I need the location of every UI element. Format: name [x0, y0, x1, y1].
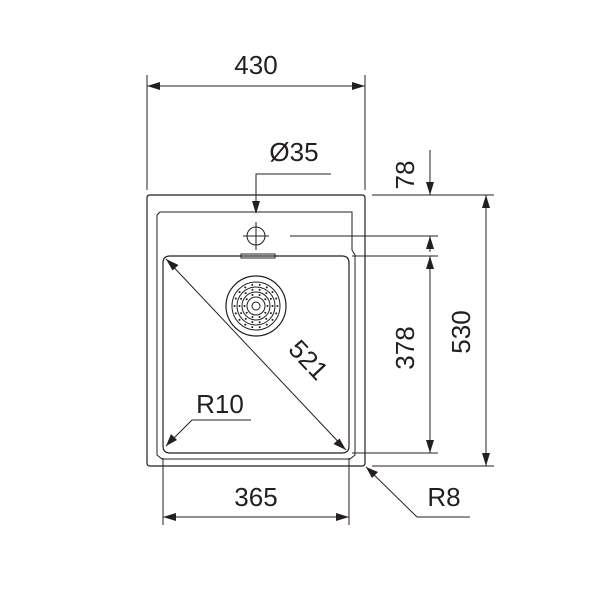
drain-hole: [265, 292, 268, 295]
drain-hole: [251, 326, 254, 329]
dimension-bowl-diagonal: 521: [165, 258, 347, 451]
sink-outline: [146, 194, 366, 467]
drain-hole: [240, 312, 243, 315]
drain-hole: [269, 312, 272, 315]
drain-hole: [258, 315, 261, 318]
drain-hole: [258, 294, 261, 297]
overall-width-label: 430: [234, 50, 277, 80]
dimension-outer-radius: R8: [365, 466, 470, 518]
sink-bowl: [162, 255, 350, 454]
drain-hole: [258, 283, 261, 286]
drain-outer-ring: [225, 275, 287, 337]
dimension-overall-width: 430: [146, 50, 366, 190]
outer-radius-label: R8: [427, 482, 460, 512]
dimension-bowl-width: 365: [162, 458, 350, 525]
drain-hole: [266, 305, 269, 307]
drain-hole: [251, 283, 254, 286]
drain-center: [251, 301, 261, 311]
arrow-right: [336, 513, 349, 521]
arrow-up: [426, 236, 434, 249]
drain-hole: [275, 297, 278, 300]
drain-hole: [243, 305, 246, 307]
overflow-slot: [240, 253, 276, 259]
drain-hole: [251, 321, 254, 324]
tap-offset-label: 78: [390, 161, 420, 190]
drain-hole: [264, 298, 267, 301]
dim-line: [165, 258, 347, 451]
drain-hole: [245, 298, 248, 301]
drain-ring-5: [246, 296, 266, 316]
drain-hole: [264, 311, 267, 314]
drain-hole: [265, 286, 268, 289]
tap-hole: [243, 222, 269, 250]
arrow-up: [426, 256, 434, 269]
drain-hole: [276, 305, 279, 307]
drain-hole: [234, 297, 237, 300]
drain-hole: [271, 318, 274, 321]
arrow-left: [147, 82, 160, 90]
bowl-width-label: 365: [234, 482, 277, 512]
drain-hole: [238, 291, 241, 294]
drain-hole: [240, 297, 243, 300]
drain-hole: [275, 312, 278, 315]
arrow-bottom-right: [333, 438, 346, 450]
tap-hole-diameter-label: Ø35: [269, 137, 318, 167]
drain-hole: [251, 288, 254, 291]
arrow-down: [426, 440, 434, 453]
bowl-diagonal-label: 521: [283, 334, 335, 386]
leader-arrow: [166, 434, 177, 446]
drain-hole: [265, 323, 268, 326]
sink-deck-rim: [156, 211, 356, 460]
drain-hole: [245, 311, 248, 314]
leader-arrow: [252, 201, 260, 214]
arrow-left: [163, 513, 176, 521]
drain-hole: [258, 288, 261, 291]
drain-hole: [238, 318, 241, 321]
dimension-bowl-depth: 378: [352, 255, 438, 454]
drain-hole: [244, 292, 247, 295]
inner-radius-label: R10: [196, 389, 244, 419]
bowl-depth-label: 378: [390, 326, 420, 369]
dimension-tap-hole: Ø35: [252, 137, 331, 214]
dimension-overall-depth: 530: [372, 194, 494, 467]
drain-hole: [258, 321, 261, 324]
drain-hole: [233, 305, 236, 307]
arrow-up: [482, 195, 490, 208]
leader-line: [255, 173, 331, 212]
drain-hole: [258, 326, 261, 329]
drain-hole: [244, 286, 247, 289]
drain-ring-4: [241, 291, 271, 321]
drain-hole: [244, 323, 247, 326]
drain-hole: [234, 312, 237, 315]
overall-depth-label: 530: [446, 310, 476, 353]
drain-hole: [269, 297, 272, 300]
drain-hole: [271, 291, 274, 294]
drain-ring-3: [236, 286, 276, 326]
drain-hole: [265, 317, 268, 320]
sink-outer-rim: [146, 194, 366, 467]
arrow-top-left: [166, 259, 179, 271]
drain-strainer: [225, 275, 287, 337]
arrow-down: [482, 453, 490, 466]
drain-holes: [233, 283, 279, 329]
dimension-inner-radius: R10: [165, 389, 251, 447]
drain-hole: [251, 294, 254, 297]
drain-hole: [271, 305, 274, 307]
drain-hole: [244, 317, 247, 320]
dimension-tap-offset: 78: [290, 150, 438, 252]
drain-ring-2: [231, 281, 281, 331]
drain-hole: [251, 315, 254, 318]
leader-arrow: [366, 467, 378, 478]
arrow-right: [352, 82, 365, 90]
arrow-down: [426, 182, 434, 195]
drain-hole: [238, 305, 241, 307]
